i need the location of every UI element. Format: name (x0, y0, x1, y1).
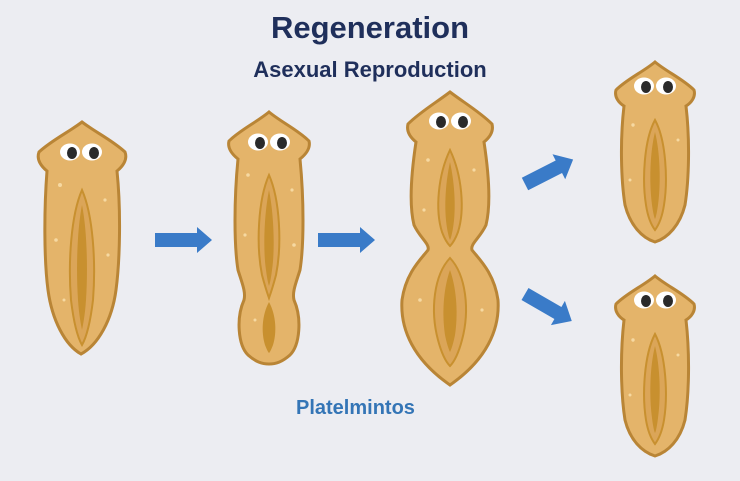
right-arrow-icon (318, 227, 375, 253)
diagram-title: Regeneration (270, 10, 470, 45)
planarian-icon (36, 120, 128, 356)
up-right-arrow-icon (521, 154, 574, 191)
right-arrow-icon (155, 227, 212, 253)
down-right-arrow-icon (521, 287, 572, 326)
planarian-icon (227, 110, 311, 366)
planarian-icon (614, 60, 696, 244)
planarian-icon (400, 90, 500, 387)
diagram-subtitle: Asexual Reproduction (253, 57, 487, 82)
planarian-icon (614, 274, 696, 458)
organism-caption: Platelmintos (296, 397, 415, 419)
